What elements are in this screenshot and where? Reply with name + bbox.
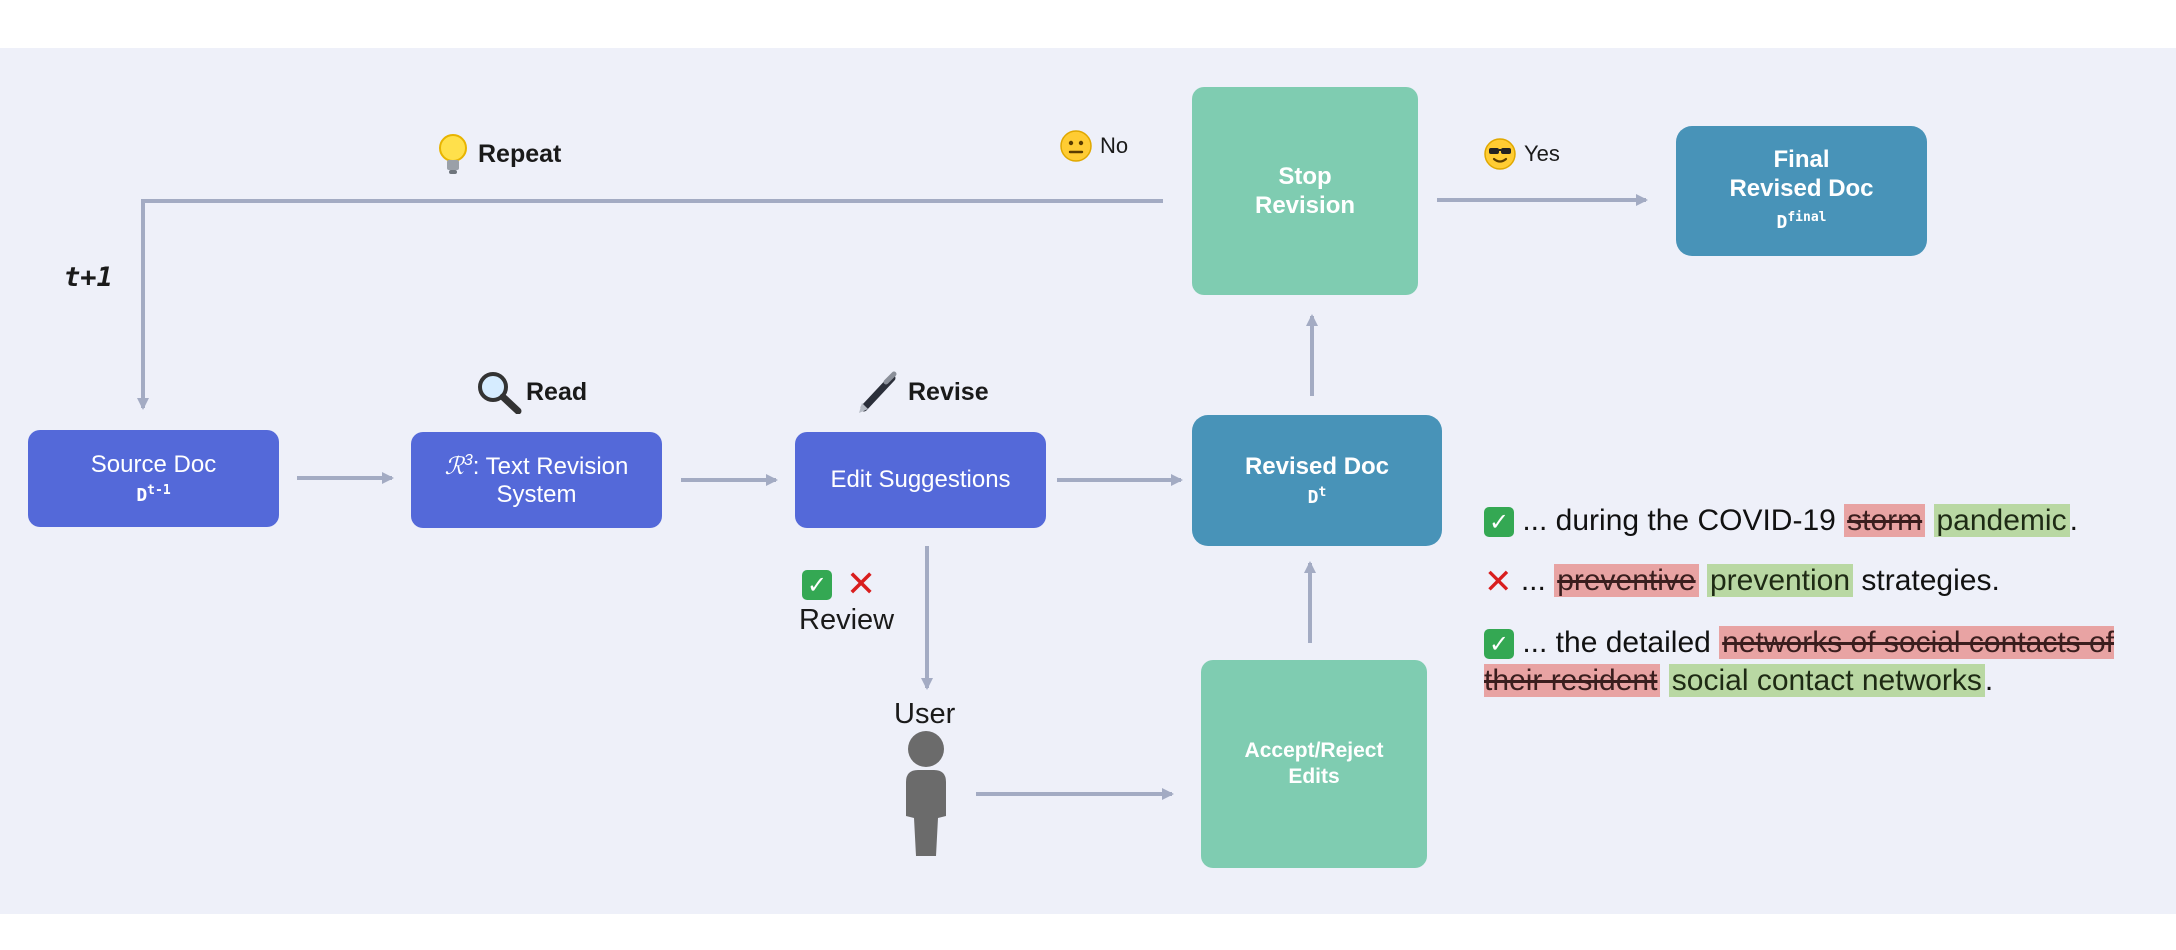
- deleted-text: storm: [1844, 504, 1926, 537]
- inserted-text: pandemic: [1933, 504, 2070, 537]
- check-icon: ✓: [802, 569, 832, 600]
- pen-icon: [859, 371, 897, 413]
- source-doc-symbol: Dt-1: [136, 483, 171, 506]
- final-line1: Final: [1773, 146, 1830, 173]
- final-line2: Revised Doc: [1729, 175, 1874, 202]
- final-revised-doc-box: Final Revised Doc Dfinal: [1676, 126, 1927, 256]
- cross-icon: ✕: [846, 564, 877, 605]
- yes-label: Yes: [1484, 138, 1560, 170]
- revise-text: Revise: [908, 377, 989, 406]
- no-label: No: [1060, 130, 1128, 162]
- repeat-label: Repeat: [438, 132, 561, 176]
- repeat-loop-arrow: [137, 199, 1163, 410]
- source-doc-title: Source Doc: [90, 451, 217, 478]
- example-edit-1: ✓ ... during the COVID-19 storm pandemic…: [1484, 502, 2164, 540]
- t-plus-one-label: t+1: [64, 262, 113, 293]
- read-text: Read: [526, 377, 588, 406]
- yes-text: Yes: [1524, 141, 1560, 166]
- magnifier-icon: [478, 372, 522, 414]
- system-title: ℛ3: Text Revision System: [444, 451, 629, 508]
- accept-line1: Accept/Reject: [1244, 739, 1384, 762]
- text-revision-system-box: ℛ3: Text Revision System: [411, 432, 662, 528]
- example-edit-2: ✕ ... preventive prevention strategies.: [1484, 562, 2000, 603]
- user-icon: [906, 731, 946, 856]
- lightbulb-icon: [439, 134, 467, 174]
- check-icon: ✓: [1484, 629, 1514, 660]
- stop-revision-box: Stop Revision: [1192, 87, 1418, 295]
- sunglasses-face-icon: [1484, 138, 1516, 170]
- source-doc-box: Source Doc Dt-1: [28, 430, 279, 527]
- cross-icon: ✕: [1484, 562, 1513, 603]
- example-edit-3: ✓ ... the detailed networks of social co…: [1484, 626, 2115, 697]
- revise-label: Revise: [856, 370, 989, 414]
- accept-line2: Edits: [1288, 765, 1340, 788]
- edit-suggestions-title: Edit Suggestions: [830, 466, 1011, 493]
- revised-doc-title: Revised Doc: [1244, 453, 1390, 480]
- revised-doc-box: Revised Doc Dt: [1192, 415, 1442, 546]
- user-label: User: [894, 698, 956, 730]
- stop-line1: Stop: [1278, 163, 1332, 190]
- no-text: No: [1100, 133, 1129, 158]
- inserted-text: social contact networks: [1668, 664, 1985, 697]
- review-marks: ✓ ✕: [802, 564, 876, 605]
- repeat-text: Repeat: [478, 139, 562, 168]
- neutral-face-icon: [1060, 130, 1092, 162]
- review-label: Review: [799, 604, 895, 636]
- revised-doc-symbol: Dt: [1307, 485, 1327, 508]
- inserted-text: prevention: [1706, 564, 1854, 597]
- stop-line2: Revision: [1254, 192, 1356, 219]
- read-label: Read: [476, 370, 587, 414]
- edit-suggestions-box: Edit Suggestions: [795, 432, 1046, 528]
- deleted-text: preventive: [1554, 564, 1699, 597]
- final-doc-symbol: Dfinal: [1776, 210, 1827, 233]
- check-icon: ✓: [1484, 507, 1514, 538]
- accept-reject-box: Accept/Reject Edits: [1201, 660, 1427, 868]
